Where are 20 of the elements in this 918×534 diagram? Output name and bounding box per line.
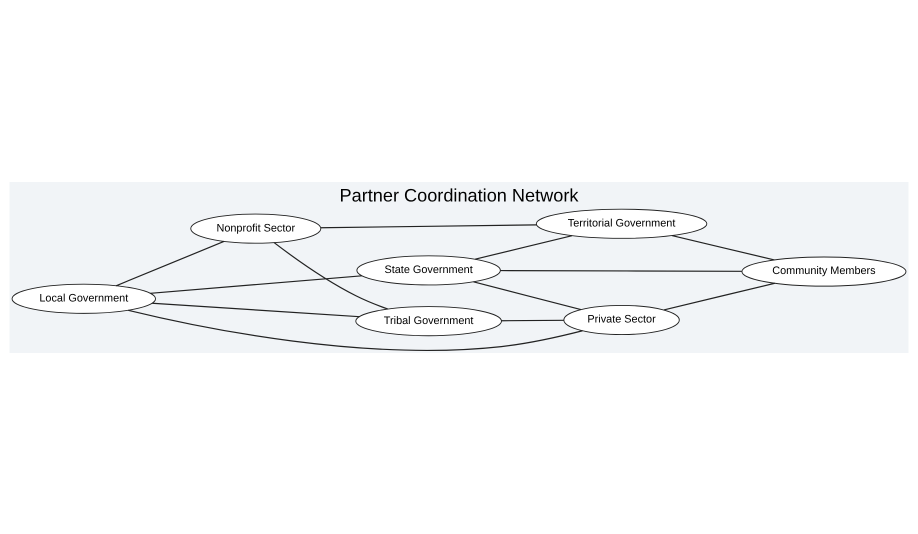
connector (116, 240, 224, 286)
node-ellipse: Tribal Government (355, 306, 502, 336)
node-ellipse: Nonprofit Sector (190, 213, 322, 244)
connector (320, 224, 537, 228)
diagram-title: Partner Coordination Network (340, 184, 578, 205)
connector (475, 234, 572, 260)
connector (128, 309, 583, 350)
node-ellipse: Community Members (742, 256, 906, 286)
node-ellipse: Private Sector (563, 304, 680, 334)
connector (500, 269, 742, 272)
connector (473, 280, 582, 310)
connector (501, 319, 564, 321)
connector (152, 302, 360, 317)
connector (672, 234, 774, 260)
connector (150, 274, 362, 294)
node-ellipse: Local Government (12, 283, 156, 314)
node-ellipse: Territorial Government (536, 208, 708, 238)
node-ellipse: State Government (356, 254, 501, 285)
connector (274, 242, 388, 310)
connector (664, 282, 775, 310)
